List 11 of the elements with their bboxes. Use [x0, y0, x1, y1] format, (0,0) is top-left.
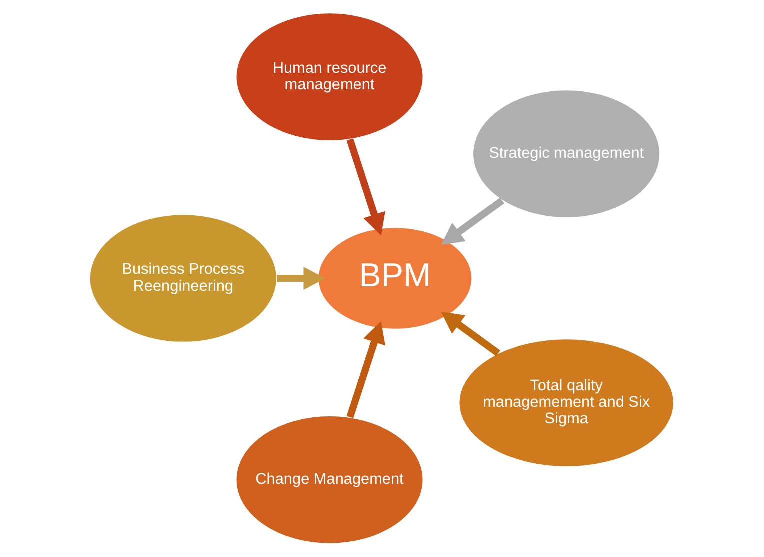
node-ellipse: Strategic management	[472, 89, 661, 219]
arrow	[441, 198, 504, 245]
node-ellipse: Total qality managemement and Six Sigma	[458, 338, 675, 468]
arrow	[346, 321, 386, 418]
arrow	[441, 312, 500, 356]
arrow	[346, 138, 386, 236]
node-ellipse: BPM	[318, 226, 473, 330]
node-ellipse: Business Process Reengineering	[89, 214, 278, 344]
node-ellipse: Human resource management	[236, 12, 424, 142]
arrow	[277, 267, 326, 290]
node-ellipse: Change Management	[236, 415, 424, 545]
